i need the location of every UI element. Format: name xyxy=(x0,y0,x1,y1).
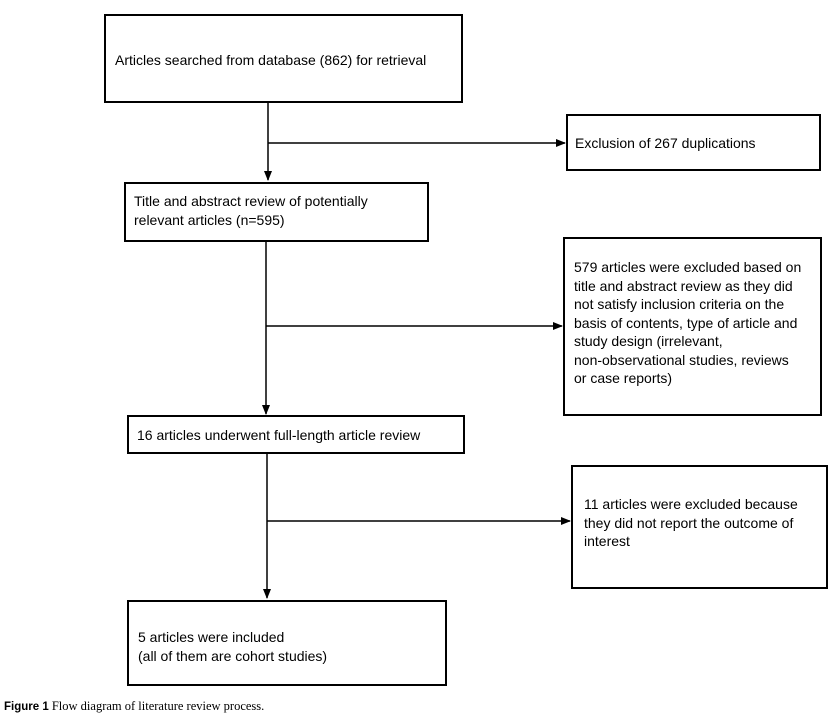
exclusion-outcome-box: 11 articles were excluded because they d… xyxy=(571,465,828,589)
figure-caption-text: Flow diagram of literature review proces… xyxy=(51,699,265,713)
exclusion-title-line: 579 articles were excluded based on xyxy=(574,259,802,275)
fulltext-review-box: 16 articles underwent full-length articl… xyxy=(127,415,465,454)
included-box: 5 articles were included (all of them ar… xyxy=(127,600,447,686)
exclusion-duplicates-text: Exclusion of 267 duplications xyxy=(575,135,756,151)
title-review-box: Title and abstract review of potentially… xyxy=(124,182,429,242)
exclusion-title-line: or case reports) xyxy=(574,370,673,386)
exclusion-outcome-line: they did not report the outcome of xyxy=(584,514,794,531)
included-line: 5 articles were included xyxy=(138,629,285,645)
exclusion-title-line: non-observational studies, reviews xyxy=(574,351,789,368)
included-line: (all of them are cohort studies) xyxy=(138,647,328,664)
exclusion-title-line: basis of contents, type of article and xyxy=(574,314,798,331)
exclusion-title-line: not satisfy inclusion criteria on the xyxy=(574,296,785,312)
exclusion-title-line: title and abstract review as they did xyxy=(574,277,793,294)
exclusion-outcome-line: interest xyxy=(584,533,630,549)
search-box-text: Articles searched from database (862) fo… xyxy=(115,52,427,68)
exclusion-title-line: study design (irrelevant, xyxy=(574,333,723,349)
exclusion-title-abstract-box: 579 articles were excluded based on titl… xyxy=(563,237,822,416)
fulltext-review-text: 16 articles underwent full-length articl… xyxy=(137,427,421,443)
figure-label: Figure 1 xyxy=(4,701,49,713)
figure-caption: Figure 1 Flow diagram of literature revi… xyxy=(4,699,264,714)
exclusion-outcome-line: 11 articles were excluded because xyxy=(584,496,798,512)
search-box: Articles searched from database (862) fo… xyxy=(104,14,463,103)
title-review-line: relevant articles (n=595) xyxy=(134,211,285,228)
exclusion-duplicates-box: Exclusion of 267 duplications xyxy=(566,114,821,171)
title-review-line: Title and abstract review of potentially xyxy=(134,193,368,209)
